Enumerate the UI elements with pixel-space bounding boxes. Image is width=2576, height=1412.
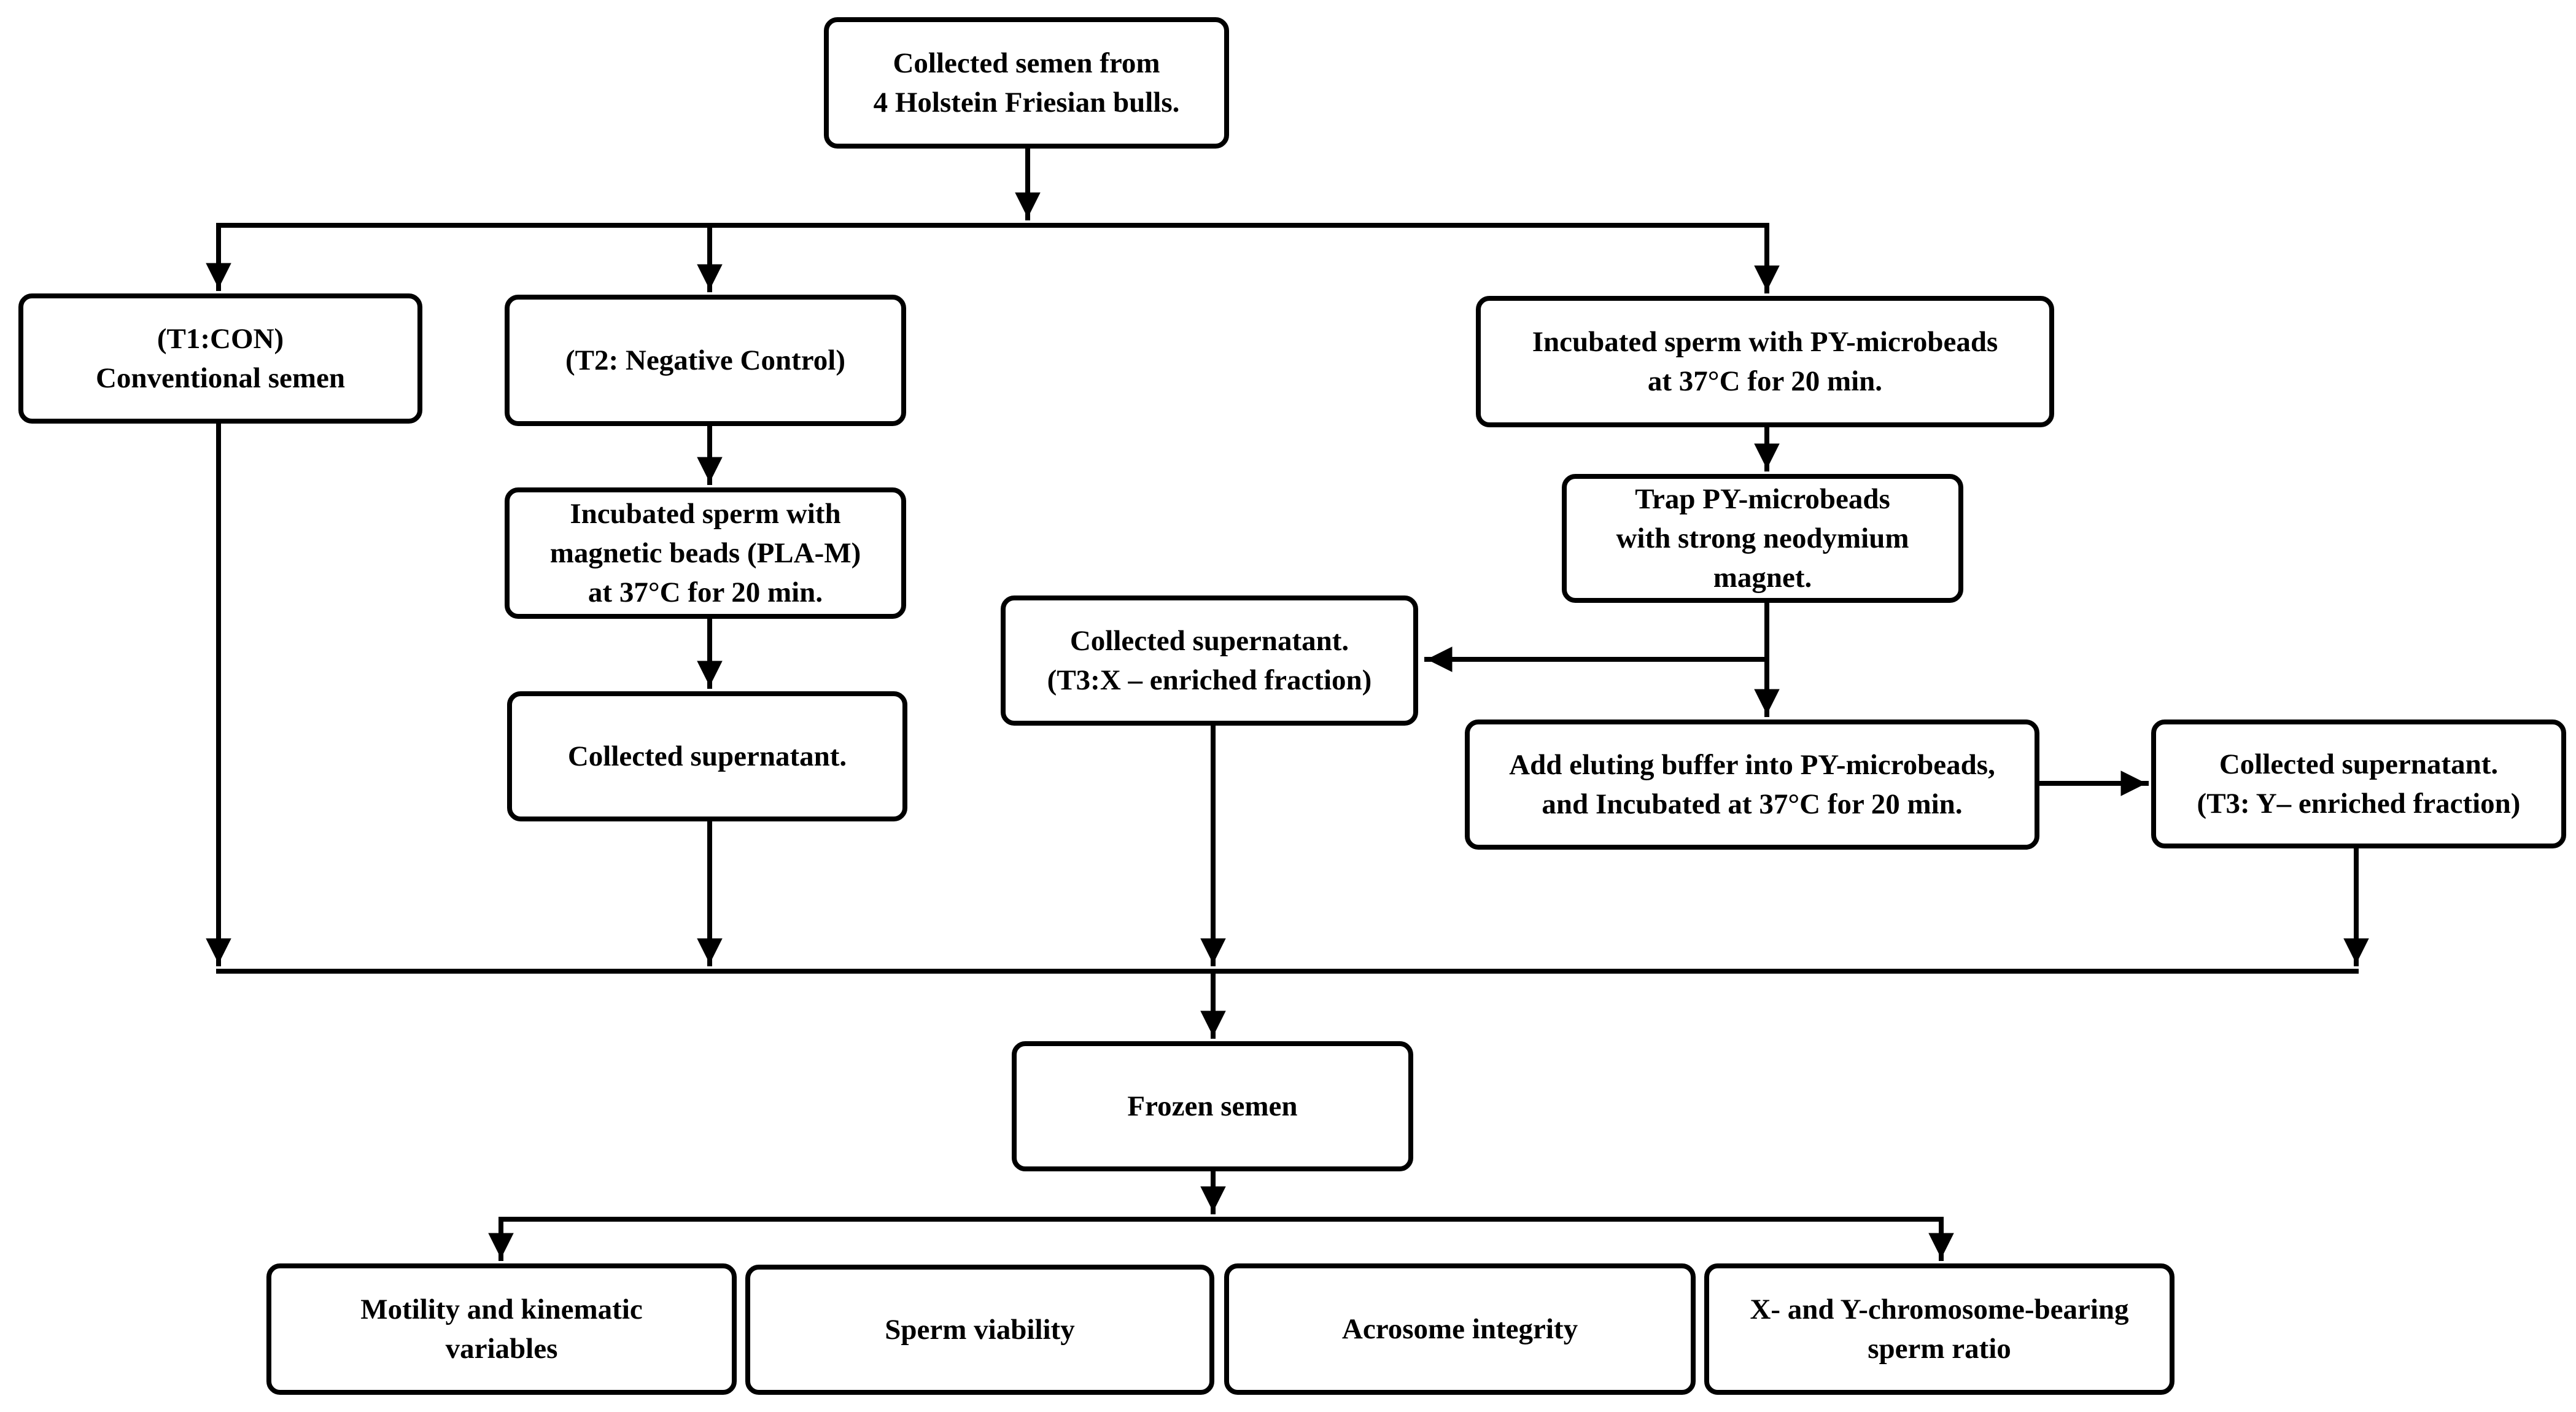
t2-supernatant-line-1: Collected supernatant.: [567, 740, 847, 772]
viability-node: Sperm viability: [745, 1265, 1214, 1395]
t3y-node: Collected supernatant. (T3: Y– enriched …: [2151, 720, 2566, 848]
frozen-line-1: Frozen semen: [1127, 1090, 1298, 1122]
elute-node: Add eluting buffer into PY-microbeads, a…: [1465, 720, 2039, 850]
frozen-node: Frozen semen: [1012, 1041, 1413, 1171]
pla-line-1: Incubated sperm with: [570, 498, 841, 530]
pla-line-3: at 37°C for 20 min.: [588, 576, 823, 608]
t3x-line-2: (T3:X – enriched fraction): [1047, 664, 1372, 696]
start-line-2: 4 Holstein Friesian bulls.: [873, 87, 1180, 118]
t1-line-2: Conventional semen: [95, 362, 346, 394]
py-line-1: Incubated sperm with PY-microbeads: [1532, 326, 1998, 358]
t2-supernatant-node: Collected supernatant.: [507, 691, 907, 821]
t3y-line-2: (T3: Y– enriched fraction): [2197, 788, 2521, 820]
py-line-2: at 37°C for 20 min.: [1647, 365, 1883, 397]
t3x-node: Collected supernatant. (T3:X – enriched …: [1001, 595, 1418, 726]
trap-line-1: Trap PY-microbeads: [1635, 483, 1890, 515]
start-node: Collected semen from 4 Holstein Friesian…: [824, 17, 1229, 149]
elute-line-2: and Incubated at 37°C for 20 min.: [1542, 788, 1963, 820]
py-incubate-node: Incubated sperm with PY-microbeads at 37…: [1476, 296, 2054, 427]
motility-line-2: variables: [445, 1333, 558, 1365]
motility-line-1: Motility and kinematic: [360, 1294, 643, 1325]
t1-line-1: (T1:CON): [157, 323, 284, 355]
trap-line-3: magnet.: [1713, 562, 1812, 594]
elute-line-1: Add eluting buffer into PY-microbeads,: [1509, 749, 1995, 781]
acrosome-node: Acrosome integrity: [1224, 1263, 1696, 1395]
t1-node: (T1:CON) Conventional semen: [18, 293, 422, 424]
acrosome-line-1: Acrosome integrity: [1341, 1313, 1578, 1345]
trap-node: Trap PY-microbeads with strong neodymium…: [1562, 474, 1963, 603]
t2-node: (T2: Negative Control): [505, 295, 906, 426]
ratio-line-1: X- and Y-chromosome-bearing: [1750, 1294, 2129, 1325]
motility-node: Motility and kinematic variables: [266, 1263, 737, 1395]
viability-line-1: Sperm viability: [885, 1314, 1075, 1346]
pla-incubate-node: Incubated sperm with magnetic beads (PLA…: [505, 487, 906, 619]
pla-line-2: magnetic beads (PLA-M): [549, 537, 861, 569]
ratio-node: X- and Y-chromosome-bearing sperm ratio: [1704, 1263, 2174, 1395]
start-line-1: Collected semen from: [893, 47, 1160, 79]
trap-line-2: with strong neodymium: [1616, 522, 1909, 554]
ratio-line-2: sperm ratio: [1868, 1333, 2011, 1365]
t3y-line-1: Collected supernatant.: [2219, 748, 2499, 780]
t2-line-1: (T2: Negative Control): [565, 344, 845, 376]
t3x-line-1: Collected supernatant.: [1069, 625, 1349, 657]
